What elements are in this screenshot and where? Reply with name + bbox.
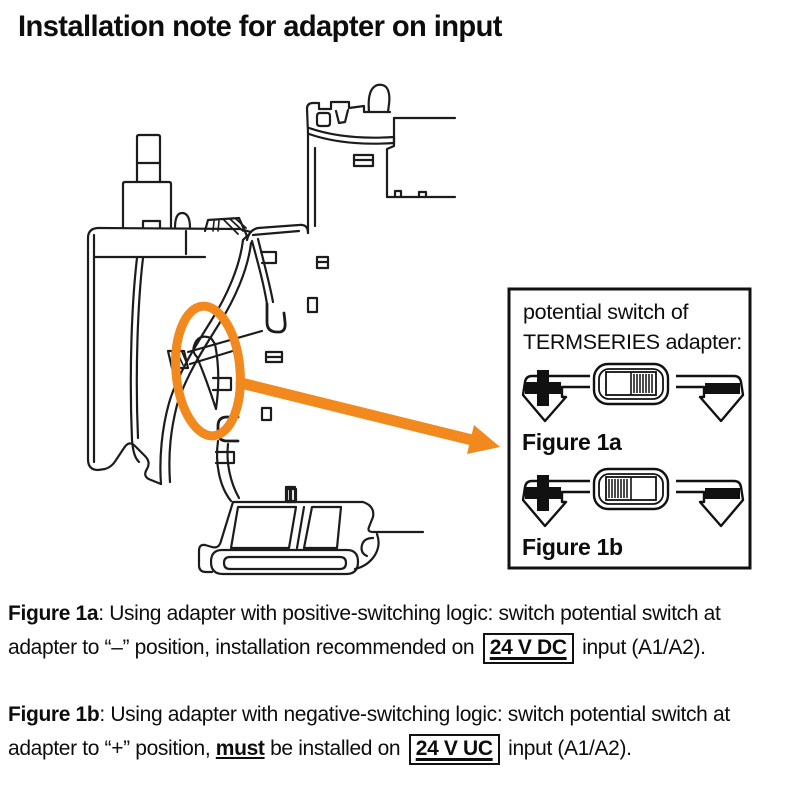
potential-switch-icon-left <box>592 467 670 511</box>
slider-hatch <box>608 479 628 498</box>
rail-left-hook <box>197 500 235 574</box>
inset-box: potential switch of TERMSERIES adapter: … <box>507 287 752 570</box>
claw-wedge <box>192 335 220 411</box>
caption-1a-label: Figure 1a <box>8 602 99 625</box>
right-housing <box>352 116 457 199</box>
minus-arrow-icon <box>676 374 745 423</box>
callout-arrow <box>235 377 500 454</box>
voltage-badge-24vuc: 24 V UC <box>408 733 500 765</box>
dome-detail <box>173 211 192 230</box>
plus-arrow-icon <box>521 370 590 423</box>
lower-pocket <box>216 415 240 443</box>
top-clamp <box>203 216 249 242</box>
caption-1a-text1: : Using adapter with positive-switching … <box>8 602 721 659</box>
adapter-cross-section-drawing <box>86 83 457 576</box>
caption-1a-text2: input (A1/A2). <box>576 635 706 659</box>
plus-arrow-icon <box>521 475 590 528</box>
latch-notch <box>334 108 350 125</box>
caption-1b-label: Figure 1b <box>8 703 100 726</box>
slider-hatch <box>633 374 653 393</box>
figure-1b-diagram: Figure 1b <box>521 467 745 560</box>
inset-heading-line2: TERMSERIES adapter: <box>523 330 742 354</box>
figure-1a-diagram: Figure 1a <box>521 362 745 455</box>
caption-1b-text3: input (A1/A2). <box>502 736 632 760</box>
installation-drawing: potential switch of TERMSERIES adapter: … <box>86 83 752 576</box>
release-button <box>121 133 192 256</box>
wall-foot-hook <box>265 302 287 334</box>
caption-1b-text2: be installed on <box>264 736 406 760</box>
din-rail-profile <box>197 485 425 576</box>
step-tab <box>259 250 278 265</box>
figure-1a-label: Figure 1a <box>522 429 622 455</box>
caption-block: Figure 1a: Using adapter with positive-s… <box>8 597 794 765</box>
inset-heading-line1: potential switch of <box>523 300 689 324</box>
caption-figure-1a: Figure 1a: Using adapter with positive-s… <box>8 597 794 664</box>
caption-1b-text1: : Using adapter with negative-switching … <box>8 703 730 760</box>
highlight-ellipse <box>171 301 245 441</box>
voltage-badge-24vdc: 24 V DC <box>482 632 574 664</box>
potential-switch-icon-right <box>592 362 670 406</box>
potential-switch-lever <box>166 329 264 503</box>
page-title: Installation note for adapter on input <box>18 10 502 43</box>
latch-hook-finger <box>367 83 391 114</box>
minus-arrow-icon <box>676 479 745 528</box>
callout-arrowhead <box>467 425 500 454</box>
caption-1b-must: must <box>215 736 265 760</box>
latch-clip <box>305 83 396 235</box>
caption-figure-1b: Figure 1b: Using adapter with negative-s… <box>8 698 794 765</box>
latch-hole <box>315 111 332 128</box>
figure-1b-label: Figure 1b <box>522 534 623 560</box>
center-wall <box>245 223 310 334</box>
